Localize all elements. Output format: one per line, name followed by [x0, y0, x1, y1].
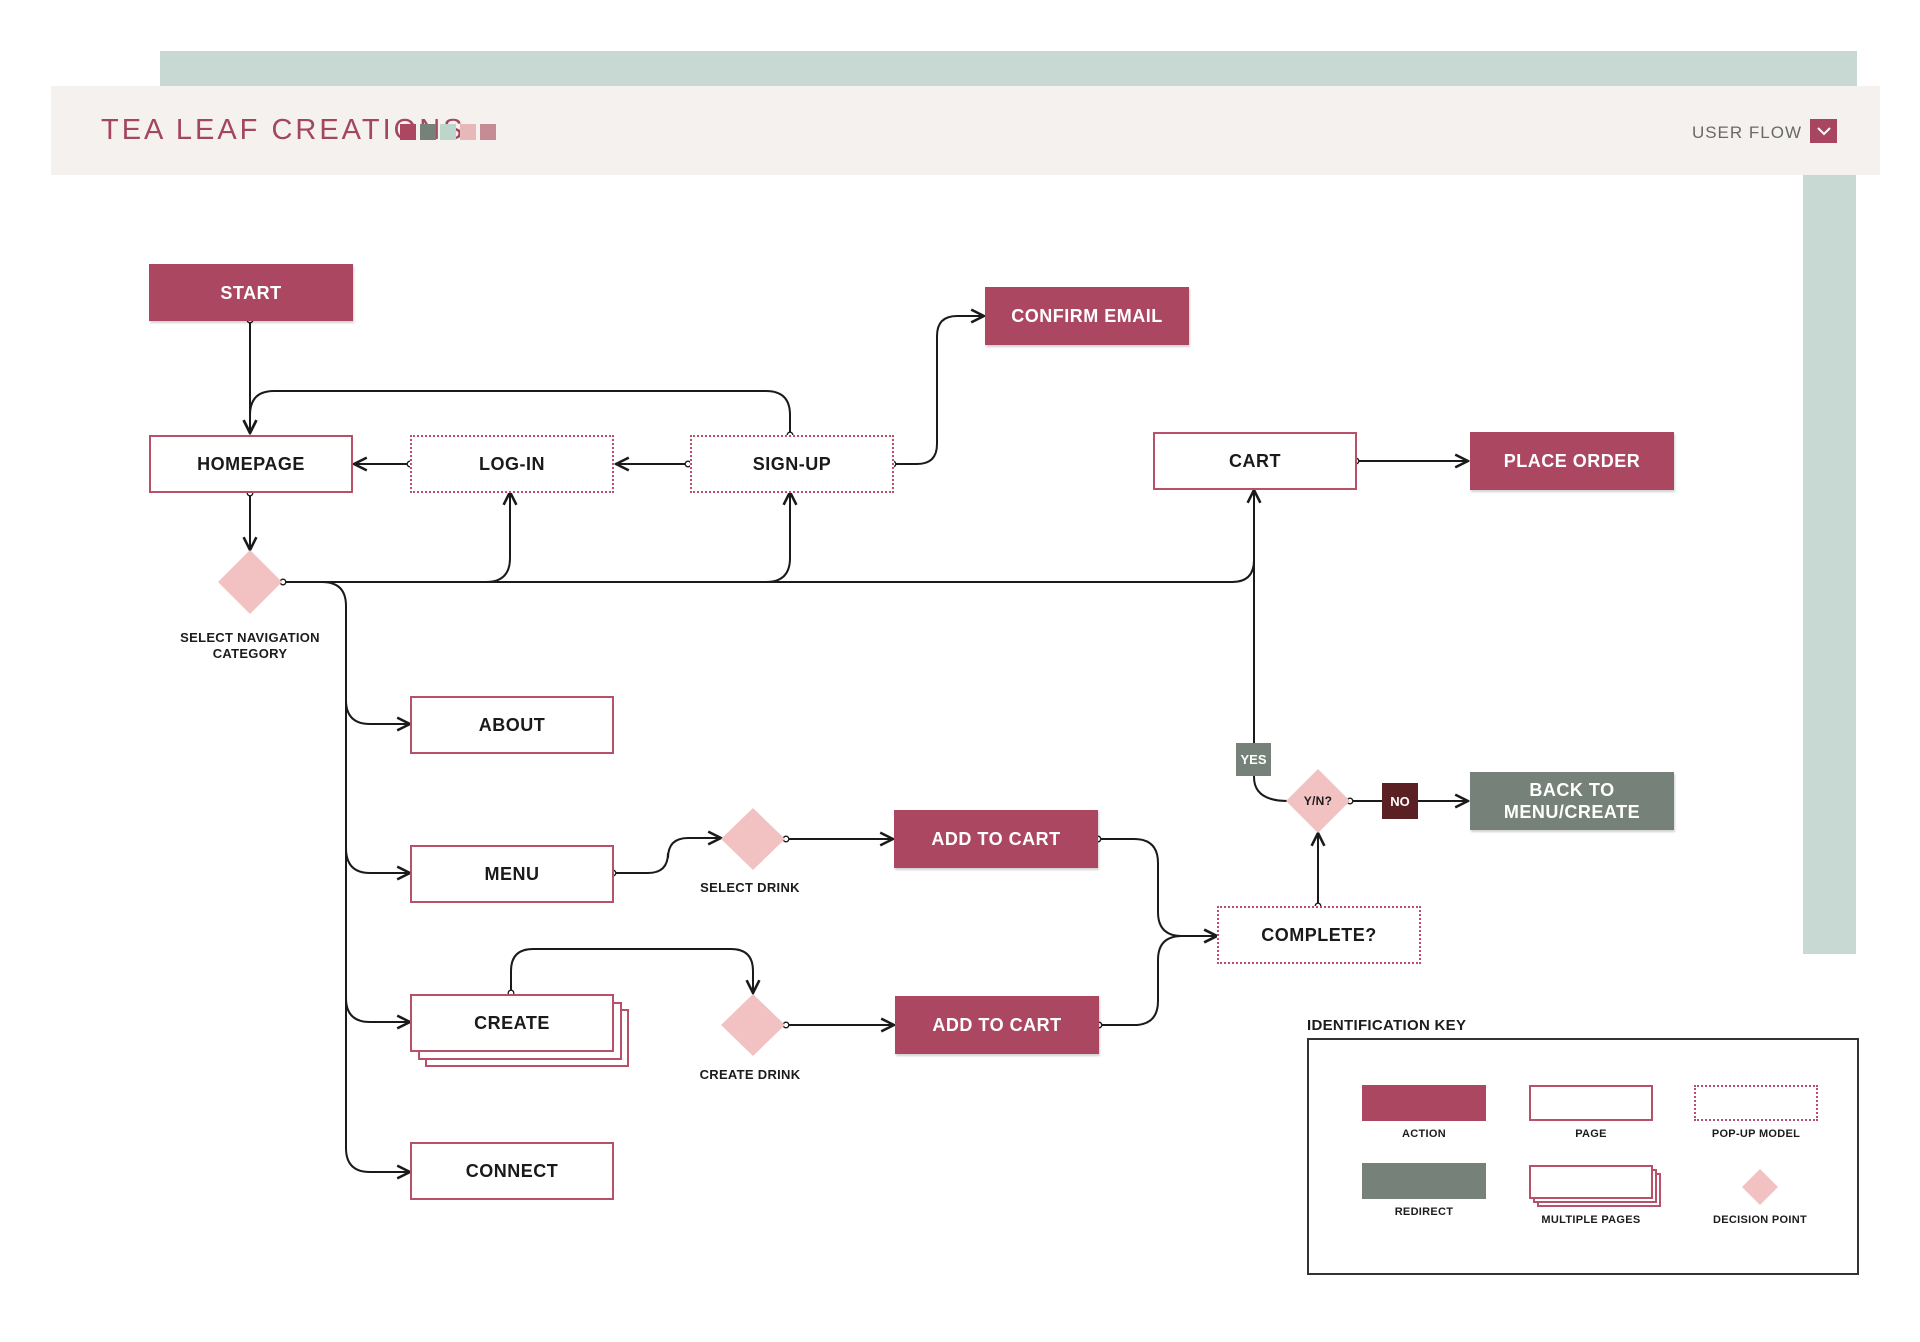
about-node[interactable]: ABOUT — [410, 696, 614, 754]
key-multiple-label: MULTIPLE PAGES — [1541, 1214, 1641, 1226]
header-bar: TEA LEAF CREATIONS USER FLOW — [51, 86, 1880, 175]
key-decision-icon — [1742, 1169, 1778, 1205]
yes-tag: YES — [1236, 743, 1271, 776]
add-to-cart-node-1[interactable]: ADD TO CART — [894, 810, 1098, 868]
back-to-label: BACK TO — [1529, 780, 1615, 800]
complete-node[interactable]: COMPLETE? — [1217, 906, 1421, 964]
select-nav-label: SELECT NAVIGATION CATEGORY — [160, 630, 340, 662]
create-drink-label: CREATE DRINK — [699, 1067, 801, 1082]
edge-create-createdrink — [510, 948, 753, 993]
key-popup-swatch — [1694, 1085, 1818, 1121]
view-label: USER FLOW — [1691, 123, 1802, 142]
accent-band-right — [1803, 87, 1856, 954]
decision-yn — [1286, 769, 1350, 833]
swatch-4 — [460, 124, 476, 140]
key-page-label: PAGE — [1575, 1128, 1607, 1140]
key-decision-label: DECISION POINT — [1712, 1214, 1808, 1226]
decision-select-drink — [721, 808, 785, 870]
menu-node[interactable]: MENU — [410, 845, 614, 903]
no-tag: NO — [1382, 783, 1418, 819]
view-dropdown-button[interactable] — [1810, 119, 1837, 143]
create-node[interactable]: CREATE — [410, 994, 614, 1052]
color-swatches — [400, 124, 496, 140]
add-to-cart-node-2[interactable]: ADD TO CART — [895, 996, 1099, 1054]
menu-create-label: MENU/CREATE — [1503, 802, 1641, 822]
edge-signup-homepage — [250, 390, 791, 435]
key-redirect-swatch — [1362, 1163, 1486, 1199]
edge-nav-trunk — [283, 581, 410, 1172]
key-popup-label: POP-UP MODEL — [1711, 1128, 1801, 1140]
confirm-email-node[interactable]: CONFIRM EMAIL — [985, 287, 1189, 345]
place-order-node[interactable]: PLACE ORDER — [1470, 432, 1674, 490]
key-redirect-label: REDIRECT — [1394, 1206, 1454, 1218]
key-page-swatch — [1529, 1085, 1653, 1121]
signup-node[interactable]: SIGN-UP — [690, 435, 894, 493]
edge-yn-cart — [1253, 560, 1289, 802]
select-nav-line-1: SELECT NAVIGATION — [180, 630, 320, 645]
swatch-1 — [400, 124, 416, 140]
connect-node[interactable]: CONNECT — [410, 1142, 614, 1200]
edge-cart2-complete — [1099, 936, 1217, 1026]
login-node[interactable]: LOG-IN — [410, 435, 614, 493]
edge-cart1-complete — [1098, 838, 1217, 936]
swatch-3 — [440, 124, 456, 140]
identification-key: ACTION PAGE POP-UP MODEL REDIRECT MULTIP… — [1307, 1038, 1859, 1275]
edge-menu-selectdrink — [613, 838, 721, 874]
key-multiple-front — [1529, 1165, 1653, 1199]
accent-band-top — [160, 51, 1857, 87]
select-nav-line-2: CATEGORY — [212, 646, 288, 661]
key-action-label: ACTION — [1402, 1128, 1446, 1140]
edge-nav-create — [345, 997, 410, 1022]
select-drink-label: SELECT DRINK — [700, 880, 800, 895]
decision-select-nav — [218, 550, 282, 614]
homepage-node[interactable]: HOMEPAGE — [149, 435, 353, 493]
key-action-swatch — [1362, 1085, 1486, 1121]
key-title: IDENTIFICATION KEY — [1307, 1017, 1467, 1034]
swatch-2 — [420, 124, 436, 140]
edge-nav-signup — [765, 492, 790, 583]
start-node[interactable]: START — [149, 264, 353, 321]
back-to-menu-node[interactable]: BACK TO MENU/CREATE — [1470, 772, 1674, 830]
edge-nav-about — [345, 699, 410, 724]
edge-nav-login — [485, 492, 510, 583]
edge-nav-main — [283, 490, 1254, 583]
chevron-down-icon — [1816, 127, 1831, 136]
decision-create-drink — [721, 994, 785, 1056]
edge-nav-menu — [345, 847, 410, 873]
edge-signup-confirm — [893, 316, 984, 465]
cart-node[interactable]: CART — [1153, 432, 1357, 490]
swatch-5 — [480, 124, 496, 140]
yn-label: Y/N? — [1303, 794, 1333, 808]
